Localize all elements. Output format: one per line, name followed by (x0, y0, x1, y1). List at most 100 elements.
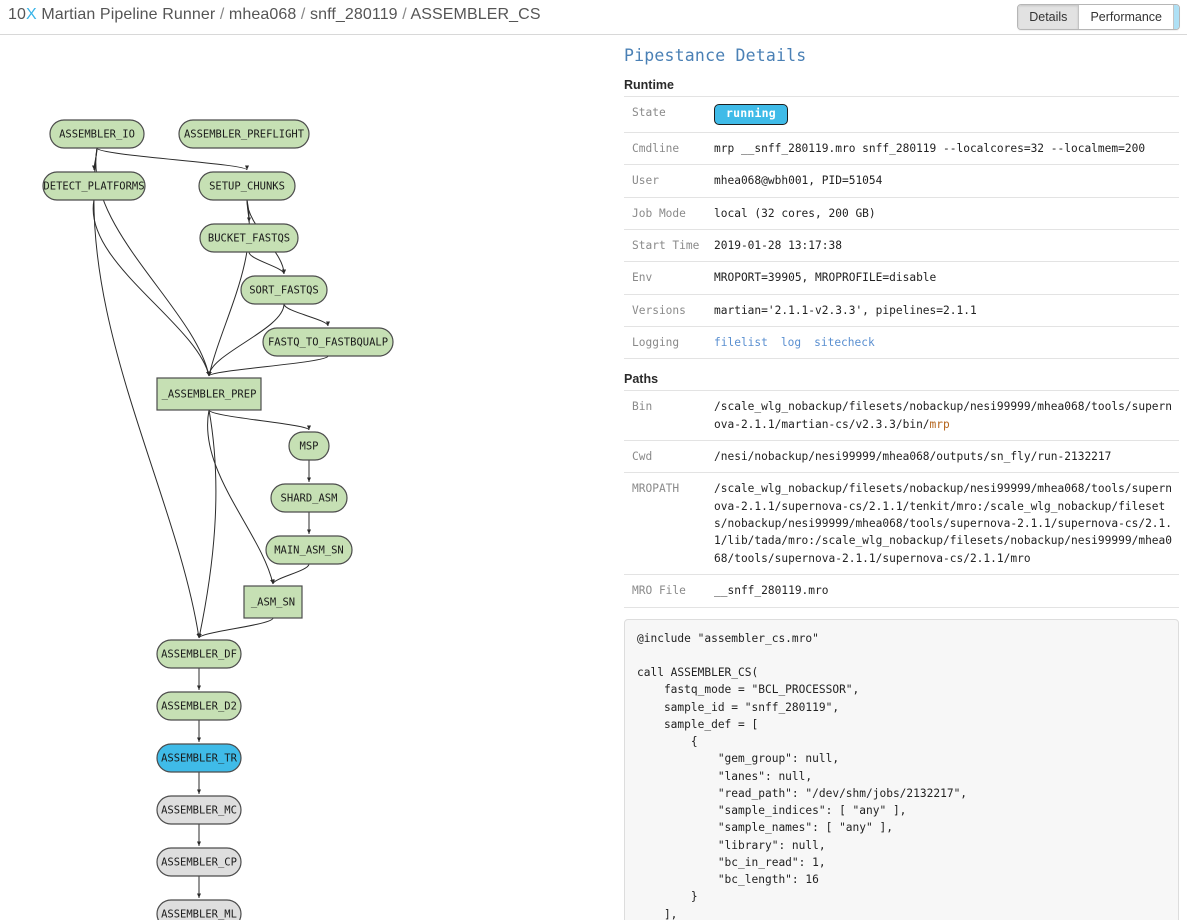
paths-row: Bin/scale_wlg_nobackup/filesets/nobackup… (624, 390, 1179, 441)
graph-edge (208, 409, 311, 431)
paths-table: Bin/scale_wlg_nobackup/filesets/nobackup… (624, 390, 1179, 608)
node-shape[interactable] (240, 275, 328, 305)
node-label: ASSEMBLER_MC (161, 805, 237, 817)
paths-value: /scale_wlg_nobackup/filesets/nobackup/ne… (706, 472, 1179, 575)
node-label: ASSEMBLER_PREFLIGHT (184, 129, 305, 141)
graph-edge (96, 147, 249, 171)
paths-key: Bin (624, 390, 706, 441)
app-header: 10X Martian Pipeline Runner / mhea068 / … (0, 0, 1187, 35)
runtime-key: User (624, 164, 706, 198)
paths-key: Cwd (624, 440, 706, 473)
paths-row: MRO File__snff_280119.mro (624, 574, 1179, 608)
graph-node-assembler_tr[interactable]: ASSEMBLER_TR (156, 743, 242, 773)
runtime-value: mrp __snff_280119.mro snff_280119 --loca… (706, 131, 1179, 165)
node-shape[interactable] (156, 795, 242, 825)
node-label: SETUP_CHUNKS (209, 181, 285, 193)
node-label: ASSEMBLER_D2 (161, 701, 237, 713)
runtime-value: filelist log sitecheck (706, 325, 1179, 360)
graph-node-msp[interactable]: MSP (288, 431, 330, 461)
runtime-key: Env (624, 261, 706, 295)
graph-node-bucket_fastqs[interactable]: BUCKET_FASTQS (199, 223, 299, 253)
node-shape[interactable] (156, 377, 262, 411)
node-label: BUCKET_FASTQS (208, 233, 290, 245)
logging-link-log[interactable]: log (780, 335, 802, 349)
graph-node-fastq_to_fastbqualp[interactable]: FASTQ_TO_FASTBQUALP (262, 327, 394, 357)
pipeline-graph-pane[interactable]: ASSEMBLER_IO ASSEMBLER_PREFLIGHT DETECT_PL… (0, 35, 612, 920)
graph-edge (197, 409, 217, 639)
node-label: SHARD_ASM (281, 493, 338, 505)
node-shape[interactable] (156, 743, 242, 773)
graph-node-assembler_preflight[interactable]: ASSEMBLER_PREFLIGHT (178, 119, 310, 149)
node-shape[interactable] (199, 223, 299, 253)
paths-row: Cwd/nesi/nobackup/nesi99999/mhea068/outp… (624, 440, 1179, 473)
graph-node-assembler_prep[interactable]: _ASSEMBLER_PREP (156, 377, 262, 411)
node-shape[interactable] (49, 119, 145, 149)
node-shape[interactable] (243, 585, 303, 619)
logging-link-filelist[interactable]: filelist (714, 335, 768, 349)
runtime-key: Cmdline (624, 131, 706, 165)
paths-row: MROPATH/scale_wlg_nobackup/filesets/noba… (624, 472, 1179, 575)
node-shape[interactable] (156, 847, 242, 877)
node-label: ASSEMBLER_DF (161, 649, 237, 661)
node-shape[interactable] (156, 691, 242, 721)
node-label: _ASM_SN (251, 597, 295, 609)
graph-node-shard_asm[interactable]: SHARD_ASM (270, 483, 348, 513)
node-label: ASSEMBLER_TR (161, 753, 238, 765)
graph-edge (248, 251, 286, 275)
pipeline-graph-svg[interactable]: ASSEMBLER_IO ASSEMBLER_PREFLIGHT DETECT_PL… (0, 35, 612, 920)
graph-edge (207, 355, 329, 377)
graph-node-assembler_cp[interactable]: ASSEMBLER_CP (156, 847, 242, 877)
graph-edge (207, 303, 285, 377)
paths-value: /scale_wlg_nobackup/filesets/nobackup/ne… (706, 390, 1179, 441)
paths-section-heading: Paths (624, 372, 659, 387)
brand-x: X (26, 6, 37, 23)
node-shape[interactable] (156, 899, 242, 920)
graph-node-assembler_mc[interactable]: ASSEMBLER_MC (156, 795, 242, 825)
paths-value: /nesi/nobackup/nesi99999/mhea068/outputs… (706, 440, 1179, 473)
graph-edge (208, 199, 250, 377)
graph-node-main_asm_sn[interactable]: MAIN_ASM_SN (265, 535, 353, 565)
status-badge: running (714, 104, 788, 125)
breadcrumb-pipeline[interactable]: ASSEMBLER_CS (410, 6, 541, 23)
graph-node-assembler_io[interactable]: ASSEMBLER_IO (49, 119, 145, 149)
node-label: ASSEMBLER_CP (161, 857, 237, 869)
view-tabs: Details Performance (1017, 4, 1180, 30)
node-shape[interactable] (198, 171, 296, 201)
brand-10: 10 (8, 6, 26, 23)
tab-performance[interactable]: Performance (1079, 5, 1174, 29)
paths-key: MRO File (624, 574, 706, 608)
logging-link-sitecheck[interactable]: sitecheck (814, 335, 875, 349)
node-label: MSP (300, 441, 319, 453)
node-shape[interactable] (265, 535, 353, 565)
graph-node-layer[interactable]: ASSEMBLER_IO ASSEMBLER_PREFLIGHT DETECT_PL… (42, 119, 394, 920)
breadcrumb-pipestance[interactable]: snff_280119 (309, 6, 398, 23)
path-highlight: mrp (929, 417, 950, 431)
node-shape[interactable] (156, 639, 242, 669)
graph-node-assembler_d2[interactable]: ASSEMBLER_D2 (156, 691, 242, 721)
node-shape[interactable] (270, 483, 348, 513)
node-label: DETECT_PLATFORMS (43, 181, 144, 193)
graph-node-assembler_ml[interactable]: ASSEMBLER_ML (156, 899, 242, 920)
page-title: 10X Martian Pipeline Runner / mhea068 / … (8, 6, 541, 23)
breadcrumb-user[interactable]: mhea068 (228, 6, 297, 23)
graph-node-assembler_df[interactable]: ASSEMBLER_DF (156, 639, 242, 669)
node-shape[interactable] (42, 171, 146, 201)
graph-node-asm_sn[interactable]: _ASM_SN (243, 585, 303, 619)
node-shape[interactable] (178, 119, 310, 149)
node-shape[interactable] (262, 327, 394, 357)
node-shape[interactable] (288, 431, 330, 461)
brand-name: Martian Pipeline Runner (36, 6, 216, 23)
graph-edge (283, 303, 330, 327)
tab-details[interactable]: Details (1018, 5, 1080, 29)
graph-node-setup_chunks[interactable]: SETUP_CHUNKS (198, 171, 296, 201)
graph-node-detect_platforms[interactable]: DETECT_PLATFORMS (42, 171, 146, 201)
graph-node-sort_fastqs[interactable]: SORT_FASTQS (240, 275, 328, 305)
